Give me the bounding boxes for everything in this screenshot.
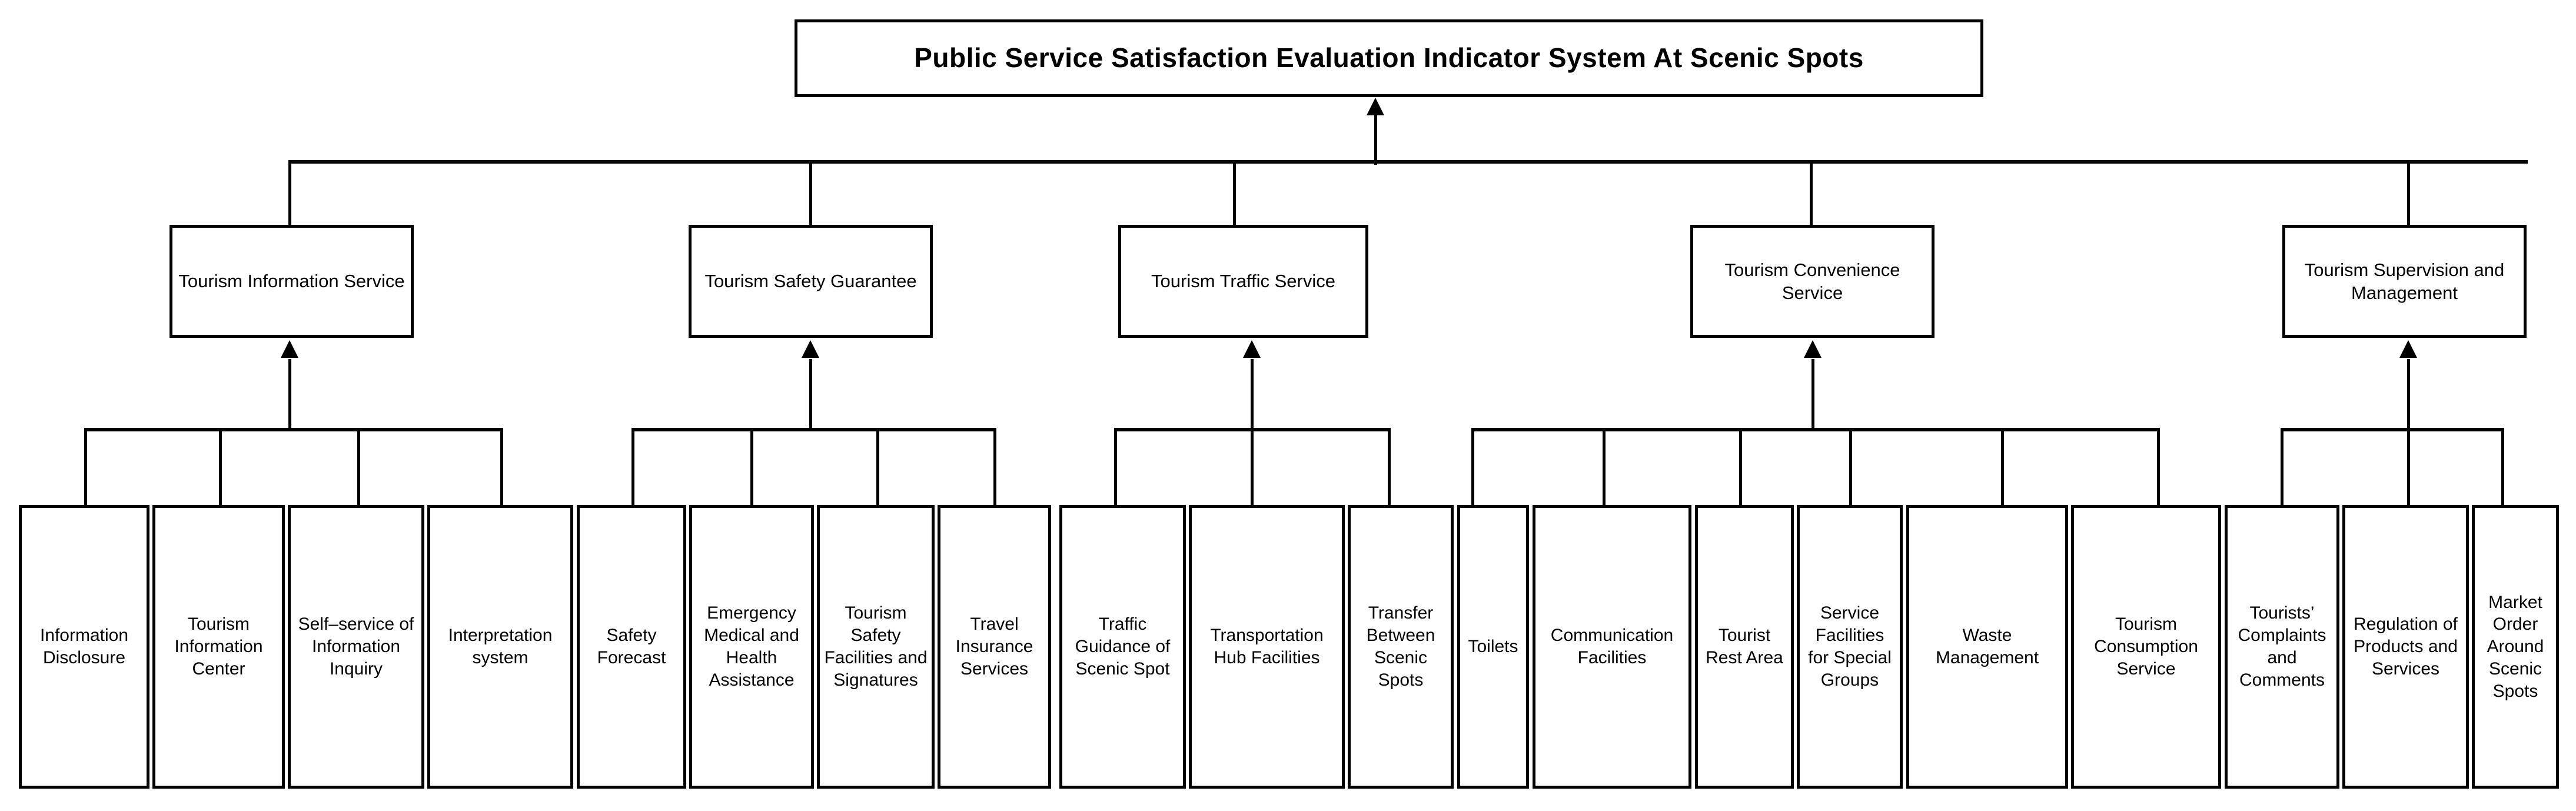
leaf-node-transfer-between-scenic-spots: Transfer Between Scenic Spots: [1348, 505, 1454, 789]
connector-leaf-2: [219, 428, 222, 506]
leaf-label: Transportation Hub Facilities: [1210, 626, 1324, 667]
root-node-box: Public Service Satisfaction Evaluation I…: [795, 19, 1983, 97]
leaf-label: Traffic Guidance of Scenic Spot: [1075, 614, 1171, 679]
arrow-to-level2-2-icon: [802, 340, 819, 358]
connector-group3-stem: [1251, 359, 1254, 430]
leaf-node-tourism-information-center: Tourism Information Center: [152, 505, 285, 789]
leaf-node-transportation-hub-facilities: Transportation Hub Facilities: [1189, 505, 1345, 789]
leaf-node-self-service-of-information-inquiry: Self–service of Information Inquiry: [288, 505, 424, 789]
level2-node-tourism-traffic-service: Tourism Traffic Service: [1118, 225, 1368, 338]
connector-leaf-18: [2281, 428, 2284, 506]
group4-bus-line: [1471, 428, 2160, 431]
leaf-node-tourism-consumption-service: Tourism Consumption Service: [2071, 505, 2221, 789]
leaf-label: Service Facilities for Special Groups: [1808, 603, 1892, 690]
connector-leaf-15: [1849, 428, 1852, 506]
arrow-to-root-icon: [1367, 98, 1384, 115]
connector-leaf-16: [2001, 428, 2004, 506]
arrow-to-level2-5-icon: [2399, 340, 2417, 358]
leaf-label: Travel Insurance Services: [955, 614, 1033, 679]
leaf-label: Tourists’ Complaints and Comments: [2238, 603, 2326, 690]
connector-group4-stem: [1811, 359, 1814, 430]
level2-node-tourism-information-service: Tourism Information Service: [169, 225, 414, 338]
leaf-node-traffic-guidance-of-scenic-spot: Traffic Guidance of Scenic Spot: [1059, 505, 1186, 789]
level2-bus-line: [288, 160, 2528, 164]
level2-label: Tourism Convenience Service: [1724, 259, 1900, 303]
leaf-node-tourism-safety-facilities-and-signatures: Tourism Safety Facilities and Signatures: [817, 505, 935, 789]
leaf-label: Tourist Rest Area: [1706, 626, 1783, 667]
leaf-node-information-disclosure: Information Disclosure: [19, 505, 149, 789]
connector-bus-to-lvl2-5: [2407, 160, 2410, 226]
connector-bus-to-lvl2-2: [809, 160, 812, 226]
leaf-node-regulation-of-products-and-services: Regulation of Products and Services: [2342, 505, 2469, 789]
leaf-node-interpretation-system: Interpretation system: [427, 505, 573, 789]
level2-node-tourism-supervision-and-management: Tourism Supervision and Management: [2282, 225, 2527, 338]
leaf-node-tourists-complaints-and-comments: Tourists’ Complaints and Comments: [2225, 505, 2339, 789]
connector-leaf-20: [2501, 428, 2504, 506]
connector-leaf-9: [1114, 428, 1117, 506]
connector-leaf-6: [750, 428, 753, 506]
leaf-label: Safety Forecast: [597, 626, 666, 667]
connector-bus-to-lvl2-4: [1810, 160, 1813, 226]
leaf-node-market-order-around-scenic-spots: Market Order Around Scenic Spots: [2472, 505, 2559, 789]
leaf-label: Toilets: [1468, 637, 1518, 657]
connector-leaf-7: [876, 428, 879, 506]
leaf-label: Interpretation system: [448, 626, 553, 667]
arrow-to-level2-1-icon: [281, 340, 298, 358]
level2-label: Tourism Information Service: [178, 271, 405, 292]
leaf-label: Tourism Safety Facilities and Signatures: [824, 603, 928, 690]
leaf-node-safety-forecast: Safety Forecast: [577, 505, 686, 789]
leaf-label: Tourism Information Center: [174, 614, 263, 679]
group5-bus-line: [2281, 428, 2504, 431]
arrow-to-level2-3-icon: [1243, 340, 1261, 358]
connector-bus-to-lvl2-1: [288, 160, 291, 226]
connector-bus-to-lvl2-3: [1233, 160, 1236, 226]
leaf-label: Transfer Between Scenic Spots: [1366, 603, 1435, 690]
leaf-label: Communication Facilities: [1550, 626, 1674, 667]
connector-leaf-11: [1388, 428, 1391, 506]
connector-leaf-5: [631, 428, 634, 506]
level2-node-tourism-safety-guarantee: Tourism Safety Guarantee: [689, 225, 933, 338]
leaf-label: Market Order Around Scenic Spots: [2487, 592, 2544, 701]
connector-leaf-10: [1251, 428, 1254, 506]
connector-leaf-3: [357, 428, 360, 506]
group1-bus-line: [84, 428, 503, 431]
connector-leaf-12: [1471, 428, 1474, 506]
connector-leaf-13: [1603, 428, 1606, 506]
connector-leaf-19: [2407, 428, 2410, 506]
level2-label: Tourism Traffic Service: [1151, 271, 1335, 292]
level2-label: Tourism Supervision and Management: [2304, 259, 2505, 303]
leaf-node-waste-management: Waste Management: [1906, 505, 2068, 789]
connector-group1-stem: [288, 359, 291, 430]
connector-leaf-17: [2157, 428, 2160, 506]
level2-node-tourism-convenience-service: Tourism Convenience Service: [1690, 225, 1935, 338]
connector-leaf-8: [993, 428, 996, 506]
leaf-node-travel-insurance-services: Travel Insurance Services: [938, 505, 1051, 789]
leaf-label: Self–service of Information Inquiry: [298, 614, 414, 679]
leaf-node-toilets: Toilets: [1457, 505, 1529, 789]
leaf-label: Waste Management: [1935, 626, 2039, 667]
level2-label: Tourism Safety Guarantee: [704, 271, 917, 292]
leaf-label: Tourism Consumption Service: [2094, 614, 2198, 679]
leaf-label: Emergency Medical and Health Assistance: [704, 603, 799, 690]
connector-leaf-1: [84, 428, 87, 506]
leaf-node-tourist-rest-area: Tourist Rest Area: [1695, 505, 1794, 789]
leaf-node-service-facilities-for-special-groups: Service Facilities for Special Groups: [1797, 505, 1903, 789]
connector-leaf-4: [500, 428, 503, 506]
leaf-label: Information Disclosure: [39, 626, 129, 667]
root-node-label: Public Service Satisfaction Evaluation I…: [914, 42, 1864, 74]
connector-group5-stem: [2407, 359, 2410, 430]
leaf-label: Regulation of Products and Services: [2354, 614, 2458, 679]
connector-root-stem: [1374, 115, 1377, 165]
leaf-node-communication-facilities: Communication Facilities: [1533, 505, 1691, 789]
leaf-node-emergency-medical-and-health-assistance: Emergency Medical and Health Assistance: [689, 505, 814, 789]
connector-group2-stem: [809, 359, 812, 430]
connector-leaf-14: [1739, 428, 1742, 506]
group2-bus-line: [631, 428, 996, 431]
arrow-to-level2-4-icon: [1804, 340, 1822, 358]
